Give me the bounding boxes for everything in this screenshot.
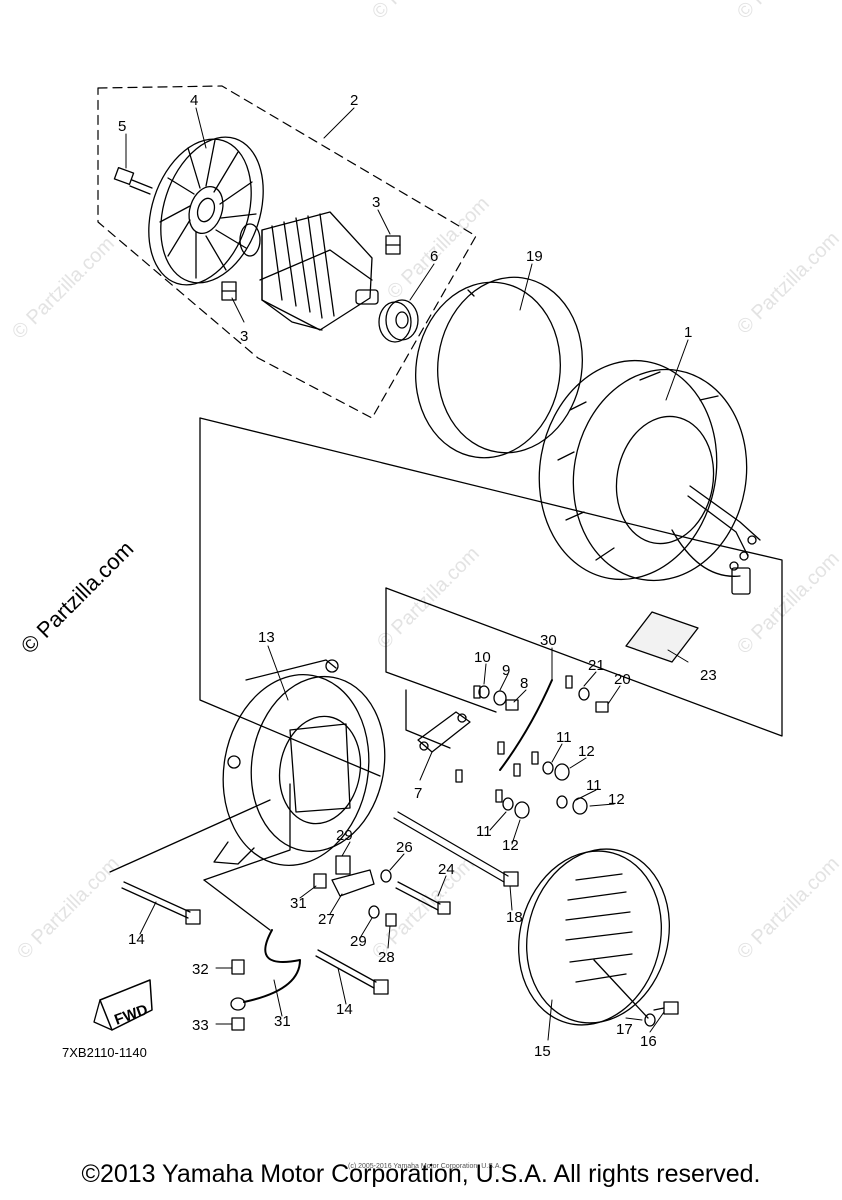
- bolt-part: [113, 166, 153, 195]
- wire-lead-part: [499, 679, 553, 771]
- small-print: (c) 2005-2016 Yamaha Motor Corporation, …: [348, 1163, 501, 1170]
- callout-label: 3: [372, 194, 380, 211]
- diagram-code: 7XB2110-1140: [62, 1045, 147, 1060]
- callout-label: 32: [192, 961, 209, 978]
- callout-label: 19: [526, 248, 543, 265]
- guide-line: [199, 417, 381, 777]
- callout-label: 12: [608, 791, 625, 808]
- guide-line: [109, 799, 271, 873]
- callout-label: 17: [616, 1021, 633, 1038]
- forward-arrow: [93, 979, 153, 1031]
- callout-label: 2: [350, 92, 358, 109]
- callout-label: 11: [586, 777, 602, 794]
- callout-label: 3: [240, 328, 248, 345]
- callout-label: 14: [128, 931, 145, 948]
- end-cover-bolt-parts: [644, 1001, 679, 1027]
- watermarks: © Partzilla.com © Partzilla.com © Partzi…: [8, 0, 842, 964]
- stator-part: [538, 359, 761, 595]
- cover-housing-part: [213, 659, 386, 867]
- brush-part: [221, 235, 401, 301]
- callout-label: 9: [502, 662, 510, 679]
- guide-line: [385, 587, 497, 713]
- callout-label: 7: [414, 785, 422, 802]
- watermark-text: © Partzilla.com: [733, 228, 842, 339]
- fwd-label: FWD: [112, 1001, 150, 1029]
- callout-label: 31: [290, 895, 307, 912]
- watermark-text: © Partzilla.com: [13, 853, 124, 964]
- bearing-part: [378, 299, 419, 343]
- watermark-text: © Partzilla.com: [733, 548, 842, 659]
- callout-label: 18: [506, 909, 523, 926]
- callout-labels: 4 5 2 3 3 6 19 1 23 13 30 10 9 8 21 20 7…: [112, 92, 716, 1060]
- callout-label: 30: [540, 632, 557, 649]
- callout-label: 10: [474, 649, 491, 666]
- callout-label: 8: [520, 675, 528, 692]
- callout-label: 26: [396, 839, 413, 856]
- callout-label: 13: [258, 629, 275, 646]
- callout-label: 27: [318, 911, 335, 928]
- callout-label: 12: [578, 743, 595, 760]
- callout-label: 5: [118, 118, 126, 135]
- watermark-text: © Partzilla.com: [8, 233, 119, 344]
- watermark-text: © Partzilla.com: [368, 853, 479, 964]
- callout-label: 23: [700, 667, 717, 684]
- callout-label: 4: [190, 92, 198, 109]
- callout-label: 16: [640, 1033, 657, 1050]
- rotor-assembly-outline: [97, 85, 477, 419]
- callout-label: 1: [684, 324, 692, 341]
- callout-label: 11: [476, 823, 492, 840]
- callout-label: 15: [534, 1043, 551, 1060]
- callout-label: 6: [430, 248, 438, 265]
- guide-line: [203, 879, 271, 931]
- callout-label: 31: [274, 1013, 291, 1030]
- callout-label: 28: [378, 949, 395, 966]
- watermark-main: © Partzilla.com: [16, 536, 139, 659]
- callout-label: 11: [556, 729, 572, 746]
- watermark-text: © Partzilla.com: [368, 0, 479, 24]
- fan-part: [148, 136, 264, 286]
- guide-line: [199, 417, 783, 737]
- watermark-text: © Partzilla.com: [733, 853, 842, 964]
- rectifier-part: [417, 711, 471, 753]
- band-part: [415, 276, 583, 459]
- through-bolt-parts: [121, 811, 519, 995]
- guide-line: [405, 689, 451, 749]
- leader-lines: [125, 107, 689, 1041]
- end-cover-part: [518, 848, 670, 1026]
- callout-label: 24: [438, 861, 455, 878]
- diode-parts: [455, 675, 573, 803]
- callout-label: 29: [336, 827, 353, 844]
- callout-label: 20: [614, 671, 631, 688]
- rotor-part: [239, 211, 379, 331]
- callout-label: 21: [588, 657, 605, 674]
- guide-line: [203, 783, 291, 881]
- callout-label: 33: [192, 1017, 209, 1034]
- copyright-footer: ©2013 Yamaha Motor Corporation, U.S.A. A…: [81, 1160, 761, 1188]
- callout-label: 14: [336, 1001, 353, 1018]
- callout-label: 29: [350, 933, 367, 950]
- watermark-text: © Partzilla.com: [733, 0, 842, 24]
- watermark-text: © Partzilla.com: [373, 543, 484, 654]
- label-plate-part: [625, 611, 699, 663]
- callout-label: 12: [502, 837, 519, 854]
- clamp-parts: [313, 855, 397, 927]
